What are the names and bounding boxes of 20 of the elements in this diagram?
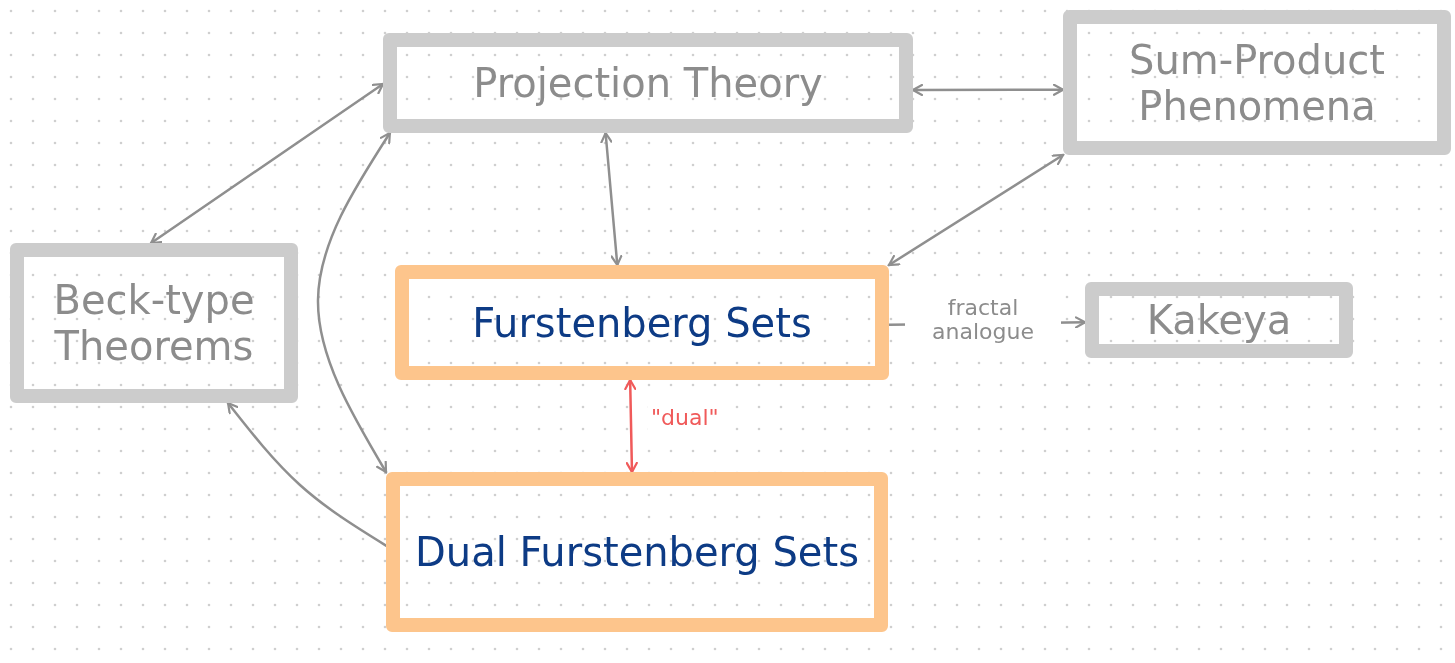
arrow <box>887 153 1065 267</box>
arrow <box>226 401 388 547</box>
box-title: Furstenberg Sets <box>472 299 812 346</box>
concept-box <box>386 472 888 632</box>
arrow <box>316 131 392 474</box>
arrow <box>600 131 623 267</box>
concept-box <box>383 33 913 133</box>
arrow <box>624 378 638 474</box>
box-title: Sum-Product Phenomena <box>1128 36 1386 129</box>
concept-box <box>1085 282 1353 358</box>
edge-label: fractal analogue <box>905 295 1061 346</box>
concept-box <box>1063 10 1451 155</box>
concept-box <box>395 265 889 380</box>
box-title: Dual Furstenberg Sets <box>415 529 859 575</box>
box-title: Beck-type Theorems <box>52 277 256 369</box>
box-title: Projection Theory <box>473 60 823 106</box>
box-title: Kakeya <box>1146 297 1292 343</box>
arrow <box>149 82 385 245</box>
concept-box <box>10 243 298 403</box>
arrow <box>911 83 1065 97</box>
